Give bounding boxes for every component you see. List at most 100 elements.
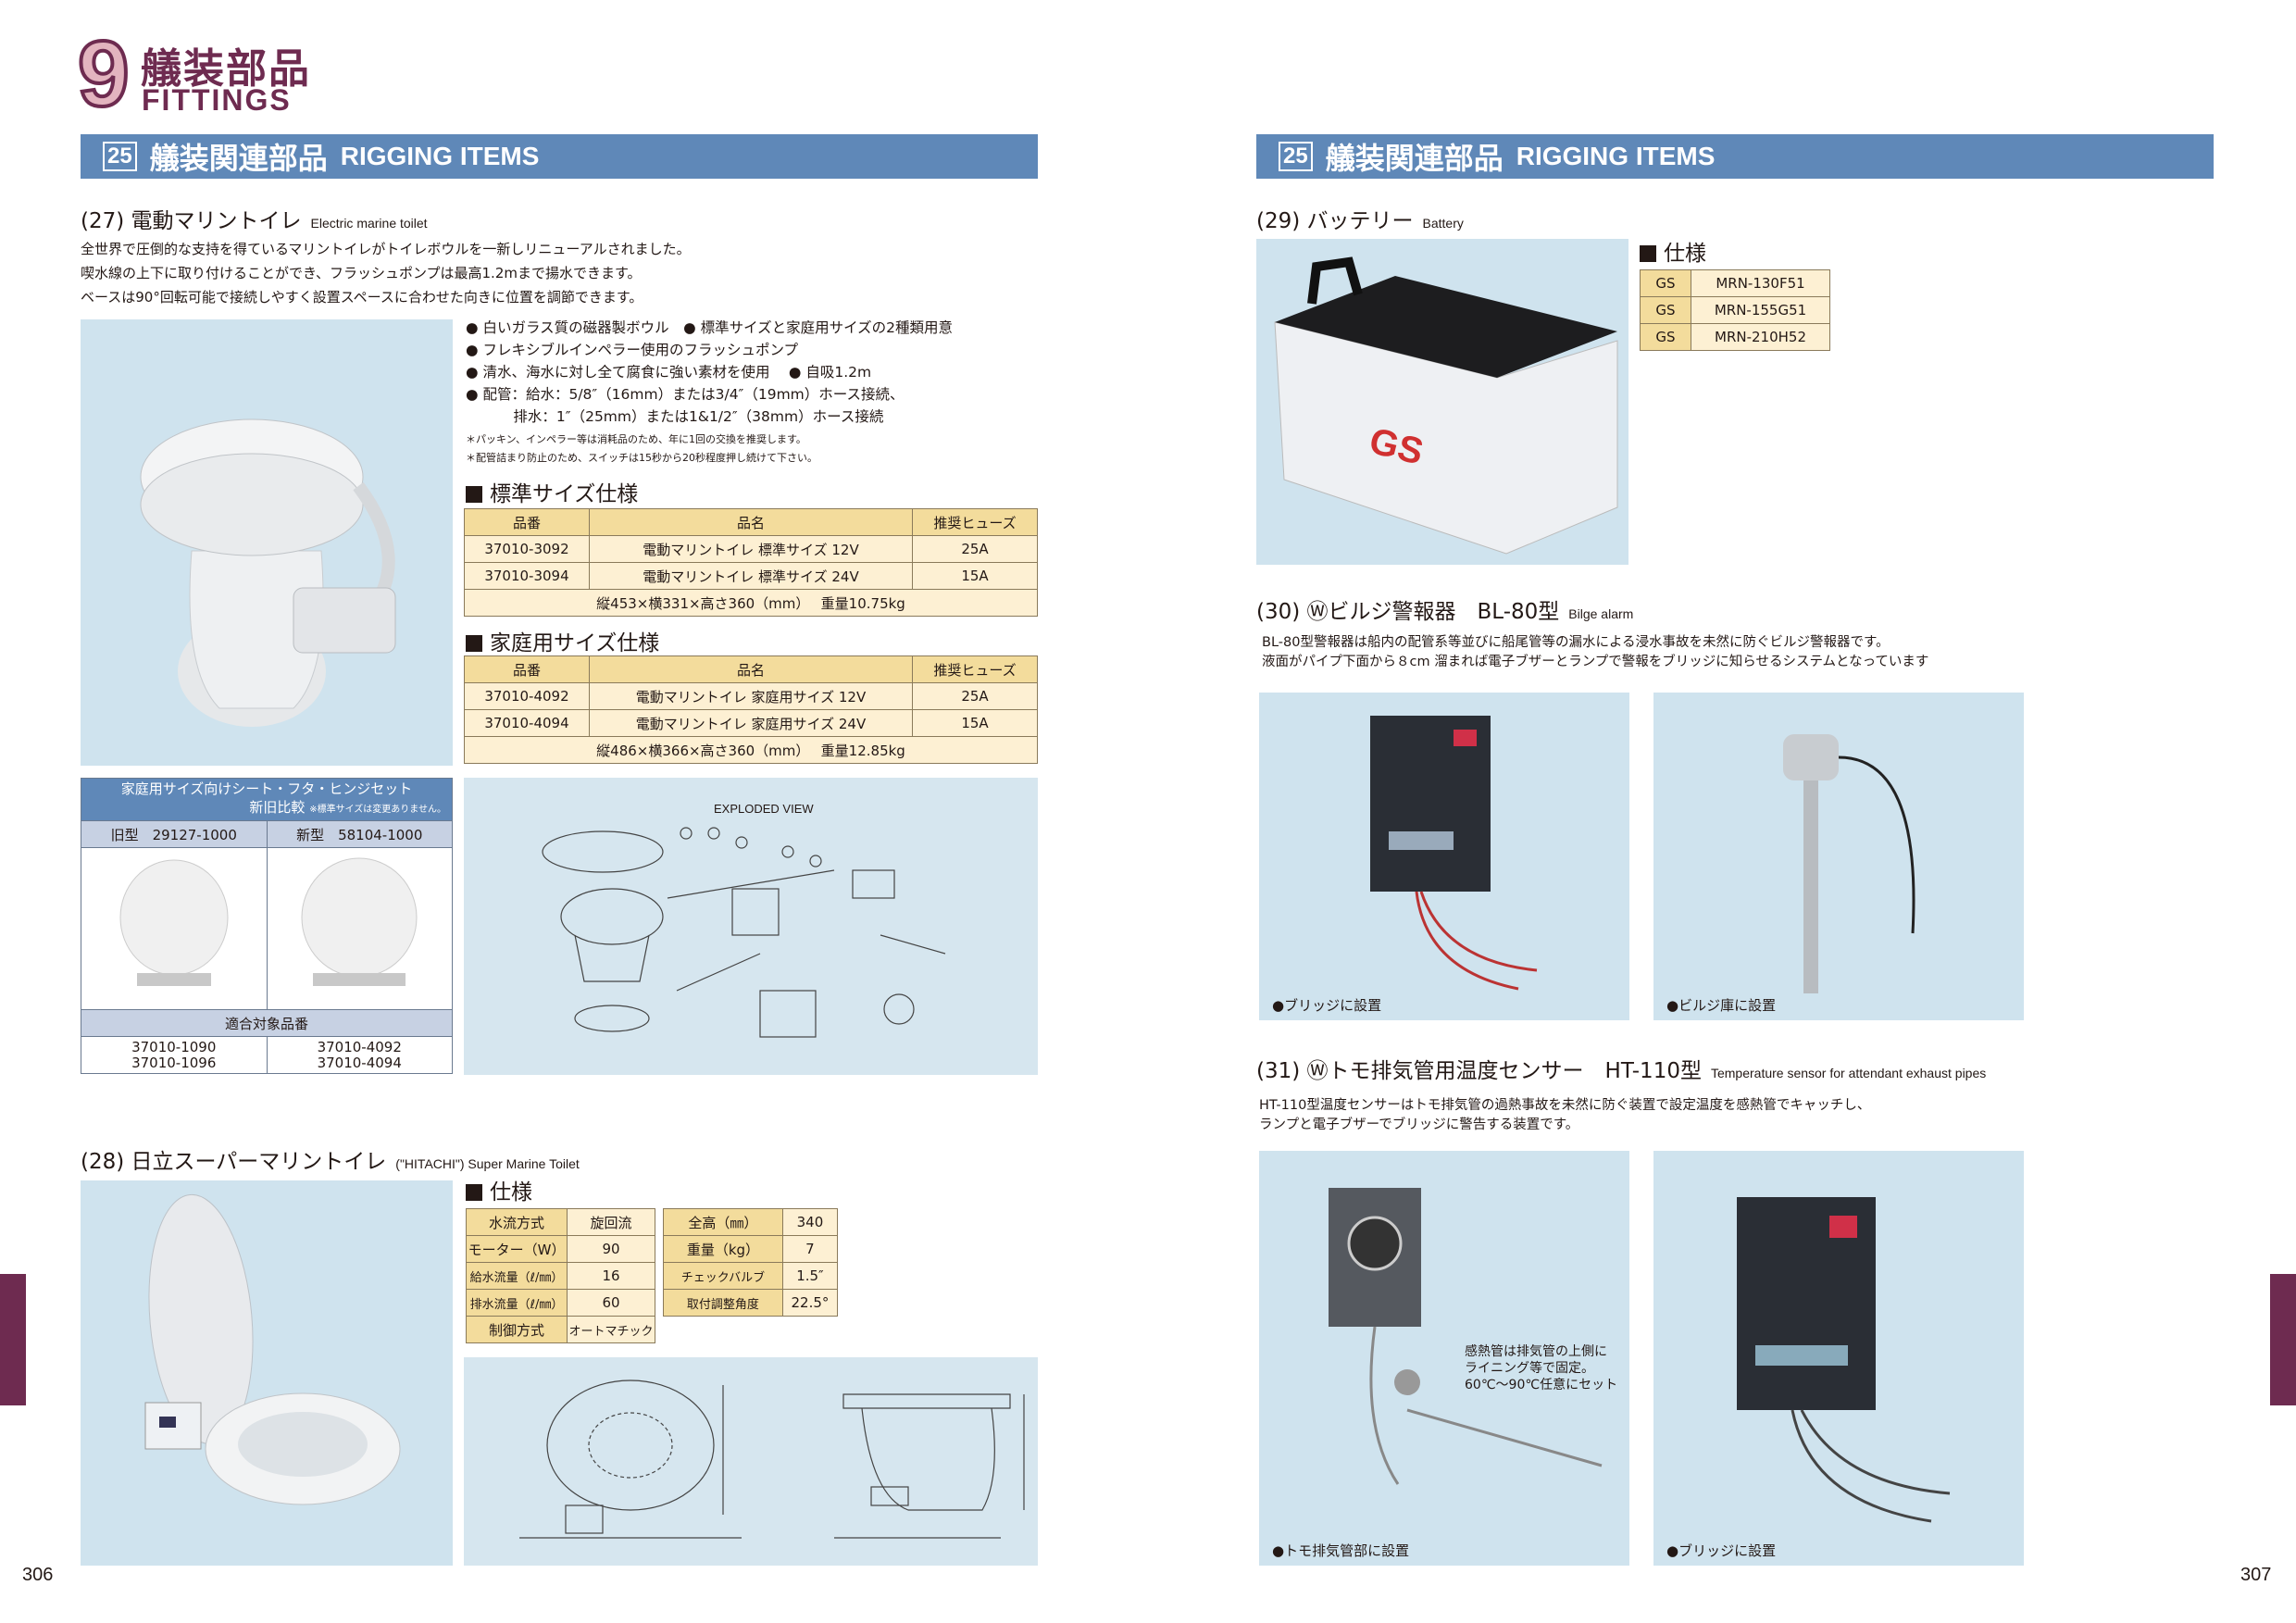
desc-line: ベースは90°回転可能で接続しやすく設置スペースに合わせた向きに位置を調節できま…: [81, 289, 643, 306]
part-number: 37010-1090: [131, 1038, 217, 1055]
col-header: 品番: [464, 655, 590, 683]
spec-value: 7: [781, 1235, 839, 1263]
table-row: 水流方式旋回流: [465, 1208, 655, 1236]
spec-value: 90: [567, 1235, 655, 1263]
cell: 37010-3094: [464, 562, 590, 590]
dimension-drawing: [519, 1380, 1025, 1539]
spec-label: 全高（㎜）: [663, 1208, 783, 1236]
cell: 15A: [912, 562, 1038, 590]
callout-line: 感熱管は排気管の上側に: [1465, 1344, 1607, 1359]
part-number: 37010-4094: [317, 1054, 402, 1071]
spec-value: 60: [567, 1289, 655, 1317]
cell: 25A: [912, 682, 1038, 710]
desc-line: 全世界で圧倒的な支持を得ているマリントイレがトイレボウルを一新しリニューアルされ…: [81, 241, 691, 257]
cell: 電動マリントイレ 標準サイズ 12V: [589, 535, 913, 563]
feature-item: ● 配管：給水：5/8″（16mm）または3/4″（19mm）ホース接続、: [466, 386, 905, 403]
alarm-box-illustration: [1370, 716, 1538, 991]
col-header: 推奨ヒューズ: [912, 655, 1038, 683]
electric-toilet-photo: [81, 319, 453, 766]
table-row: モーター（W）90: [465, 1235, 655, 1263]
comparison-subtitle: 新旧比較: [249, 799, 306, 816]
old-model: 旧型 29127-1000: [81, 820, 268, 848]
spec-value: 340: [781, 1208, 839, 1236]
cell: 37010-3092: [464, 535, 590, 563]
col-header: 品名: [589, 508, 913, 536]
exhaust-sensor-photo: 感熱管は排気管の上側に ライニング等で固定。 60℃～90℃任意にセット ●トモ…: [1259, 1151, 1629, 1566]
item27-notes: ＊パッキン、インペラー等は消耗品のため、年に1回の交換を推奨します。 ＊配管詰ま…: [466, 431, 817, 468]
desc-line: HT-110型温度センサーはトモ排気管の過熱事故を未然に防ぐ装置で設定温度を感熱…: [1259, 1098, 1871, 1113]
col-header: 品番: [464, 508, 590, 536]
dimensions: 縦486×横366×高さ360（mm） 重量12.85kg: [464, 736, 1038, 764]
item27-description: 全世界で圧倒的な支持を得ているマリントイレがトイレボウルを一新しリニューアルされ…: [81, 237, 691, 309]
seat-comparison-table: 家庭用サイズ向けシート・フタ・ヒンジセット新旧比較 ※標準サイズは変更ありません…: [81, 778, 453, 1074]
chapter-number: 9: [76, 22, 131, 126]
model: MRN-210H52: [1691, 323, 1830, 351]
col-header: 品名: [589, 655, 913, 683]
seat-old-image: [119, 859, 229, 986]
comparison-title: 家庭用サイズ向けシート・フタ・ヒンジセット新旧比較 ※標準サイズは変更ありません…: [81, 778, 453, 821]
photo-caption: ●ブリッジに設置: [1666, 1542, 1777, 1559]
item30-description: BL-80型警報器は船内の配管系等並びに船尾管等の漏水による浸水事故を未然に防ぐ…: [1262, 633, 1928, 672]
section-title-en: RIGGING ITEMS: [1516, 142, 1716, 170]
note: ＊パッキン、インペラー等は消耗品のため、年に1回の交換を推奨します。: [466, 433, 806, 445]
section-title: 艤装関連部品: [1325, 141, 1504, 176]
item30-title-jp: (30) Ⓦビルジ警報器 BL-80型: [1256, 600, 1560, 624]
fit-label: 適合対象品番: [81, 1009, 453, 1037]
exploded-view-diagram: EXPLODED VIEW: [464, 778, 1038, 1075]
item27-features: ● 白いガラス質の磁器製ボウル ● 標準サイズと家庭用サイズの2種類用意 ● フ…: [466, 317, 953, 428]
part-number: 37010-1096: [131, 1054, 217, 1071]
spec-label: 重量（kg）: [663, 1235, 783, 1263]
spec-label: 排水流量（ℓ/㎜）: [465, 1289, 568, 1317]
battery-photo: GS: [1256, 239, 1628, 565]
standard-spec-heading: 標準サイズ仕様: [466, 476, 638, 507]
cell: 電動マリントイレ 標準サイズ 24V: [589, 562, 913, 590]
item31-title-en: Temperature sensor for attendant exhaust…: [1710, 1066, 1987, 1080]
page-number-left: 306: [22, 1565, 54, 1585]
bilge-alarm-bridge-photo: ●ブリッジに設置: [1259, 693, 1629, 1020]
cell: 15A: [912, 709, 1038, 737]
exploded-drawing: [542, 827, 946, 1038]
comparison-title-line: 家庭用サイズ向けシート・フタ・ヒンジセット: [120, 780, 413, 797]
cell: 電動マリントイレ 家庭用サイズ 24V: [589, 709, 913, 737]
callout-line: 60℃～90℃任意にセット: [1465, 1378, 1618, 1392]
spec-value: 22.5°: [781, 1289, 839, 1317]
item29-title-jp: (29) バッテリー: [1256, 209, 1414, 233]
desc-line: BL-80型警報器は船内の配管系等並びに船尾管等の漏水による浸水事故を未然に防ぐ…: [1262, 635, 1890, 650]
part-number: 37010-4092: [317, 1038, 402, 1055]
col-header: 推奨ヒューズ: [912, 508, 1038, 536]
spec-label: 水流方式: [465, 1208, 568, 1236]
spec-label: モーター（W）: [465, 1235, 568, 1263]
item28-spec-heading: 仕様: [466, 1174, 532, 1205]
chapter-tab-right: [2270, 1274, 2296, 1405]
spec-label: 取付調整角度: [663, 1289, 783, 1317]
chapter-title: 艤装部品: [141, 45, 311, 93]
toilet-illustration: [140, 418, 396, 727]
hitachi-spec-table-left: 水流方式旋回流 モーター（W）90 給水流量（ℓ/㎜）16 排水流量（ℓ/㎜）6…: [465, 1208, 655, 1343]
dimensions: 縦453×横331×高さ360（mm） 重量10.75kg: [464, 589, 1038, 617]
item28-title: (28) 日立スーパーマリントイレ("HITACHI") Super Marin…: [81, 1143, 580, 1175]
cell: 37010-4094: [464, 709, 590, 737]
alarm-box-illustration: [1737, 1197, 1951, 1523]
table-row: 排水流量（ℓ/㎜）60: [465, 1289, 655, 1317]
dimension-drawings: [464, 1357, 1038, 1566]
new-seat-photo: [266, 847, 453, 1010]
callout-line: ライニング等で固定。: [1465, 1361, 1594, 1376]
desc-line: 液面がパイプ下面から８cm 溜まれば電子ブザーとランプで警報をブリッジに知らせる…: [1262, 655, 1929, 669]
spec-value: 16: [567, 1262, 655, 1290]
exploded-view-label: EXPLODED VIEW: [714, 802, 814, 816]
spec-value: 旋回流: [567, 1208, 655, 1236]
table-row: 給水流量（ℓ/㎜）16: [465, 1262, 655, 1290]
